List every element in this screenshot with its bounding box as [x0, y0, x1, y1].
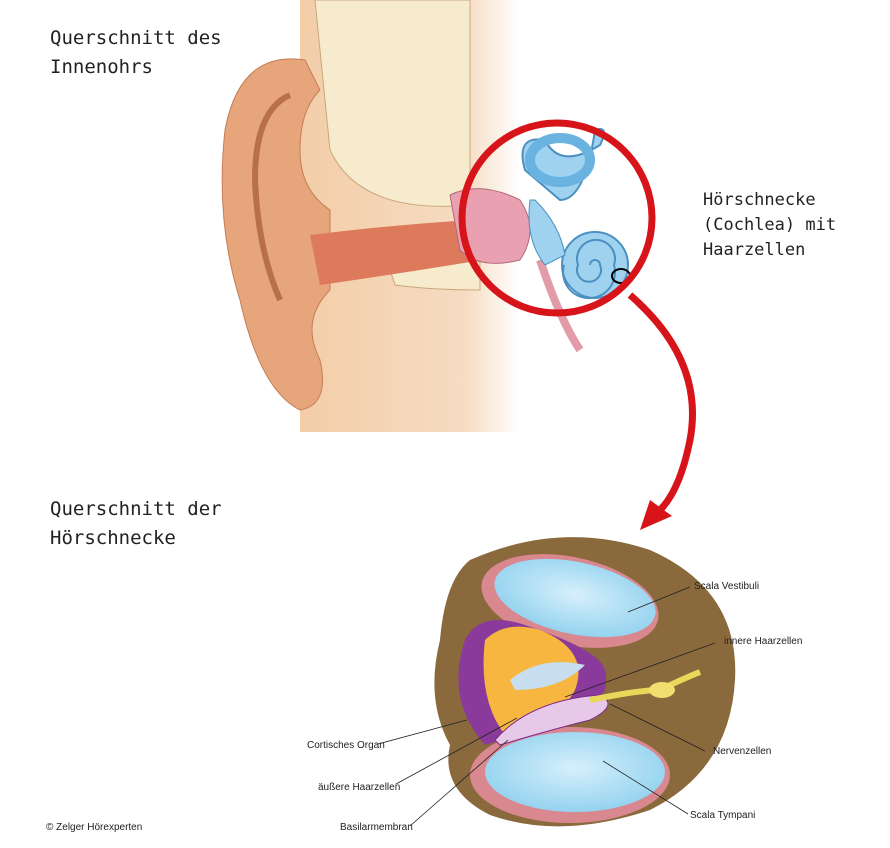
- title-cochlea-section: Querschnitt der Hörschnecke: [50, 495, 222, 553]
- title-inner-ear: Querschnitt des Innenohrs: [50, 24, 222, 82]
- magnify-circle: [458, 119, 656, 317]
- label-basilarmembran: Basilarmembran: [340, 822, 413, 833]
- label-scala-vestibuli: Scala Vestibuli: [694, 581, 759, 592]
- label-innere-haarzellen: innere Haarzellen: [724, 636, 802, 647]
- callout-line: Haarzellen: [703, 240, 806, 260]
- inner-ear: [521, 128, 631, 300]
- label-scala-tympani: Scala Tympani: [690, 810, 755, 821]
- label-aeussere-haarzellen: äußere Haarzellen: [318, 782, 400, 793]
- cochlea-cross-section: Scala Vestibuli innere Haarzellen Nerven…: [307, 537, 802, 833]
- ear-illustration: [221, 0, 584, 432]
- label-nervenzellen: Nervenzellen: [713, 746, 771, 757]
- copyright: © Zelger Hörexperten: [46, 822, 143, 833]
- arrow-head-icon: [640, 500, 672, 530]
- callout-arrow: [627, 292, 696, 513]
- cochlea-callout: Hörschnecke (Cochlea) mit Haarzellen: [703, 188, 836, 263]
- title-line: Hörschnecke: [50, 527, 176, 549]
- title-line: Querschnitt des: [50, 27, 222, 49]
- callout-line: Hörschnecke: [703, 190, 816, 210]
- title-line: Querschnitt der: [50, 498, 222, 520]
- callout-line: (Cochlea) mit: [703, 215, 837, 235]
- label-cortisches-organ: Cortisches Organ: [307, 740, 385, 751]
- title-line: Innenohrs: [50, 56, 153, 78]
